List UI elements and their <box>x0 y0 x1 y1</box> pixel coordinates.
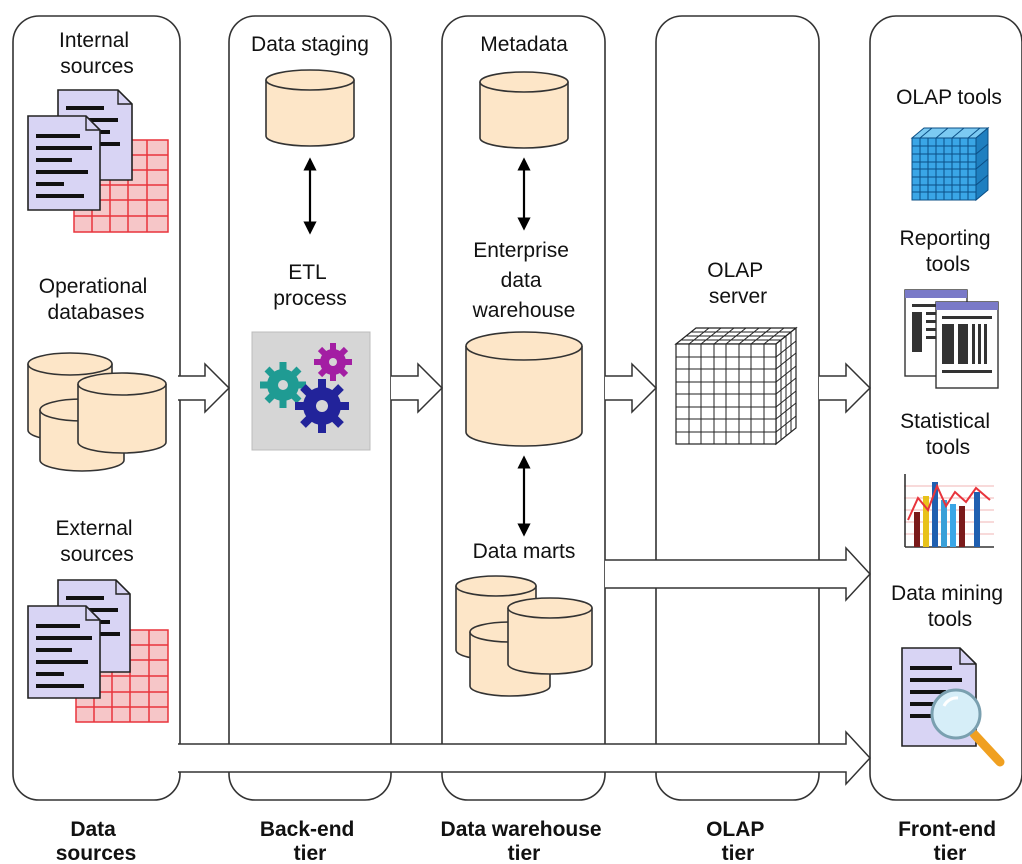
tier-label-back-end: Back-end tier <box>260 818 360 864</box>
internal-sources-icon <box>27 89 169 233</box>
operational-databases-icon <box>27 352 167 472</box>
arrow-sources-to-front-end <box>178 730 872 786</box>
label-olap-tools: OLAP tools <box>896 86 1002 109</box>
tier-label-olap: OLAP tier <box>706 818 770 864</box>
database-cylinder-icon <box>507 597 593 675</box>
metadata-database-icon <box>479 71 569 149</box>
tier-label-front-end: Front-end tier <box>898 818 1002 864</box>
arrow-etl-to-warehouse <box>391 362 444 414</box>
label-olap-server: OLAP server <box>707 259 769 308</box>
external-sources-icon <box>27 579 169 723</box>
tier-label-data-sources: Data sources <box>56 818 137 864</box>
arrow-warehouse-to-olap <box>605 362 658 414</box>
document-icon <box>27 605 101 699</box>
label-data-staging: Data staging <box>251 33 369 56</box>
label-statistical-tools: Statistical tools <box>900 410 996 459</box>
panel-back-end <box>228 15 392 801</box>
column-panels <box>12 15 1022 801</box>
report-page-icon <box>935 301 999 389</box>
panel-olap <box>655 15 820 801</box>
panel-data-sources <box>12 15 181 801</box>
database-cylinder-icon <box>77 372 167 454</box>
enterprise-data-warehouse-icon <box>465 331 583 447</box>
arrow-sources-to-etl <box>178 362 231 414</box>
arrow-olap-to-front-end <box>819 362 872 414</box>
flow-arrows <box>178 362 872 786</box>
magnifier-icon <box>930 688 1005 767</box>
document-icon <box>27 115 101 211</box>
label-operational-databases: Operational databases <box>39 275 153 324</box>
tier-label-data-warehouse: Data warehouse tier <box>441 818 608 864</box>
tier-labels: Data sources Back-end tier Data warehous… <box>56 818 1002 864</box>
label-internal-sources: Internal sources <box>59 29 135 78</box>
arrow-data-marts-to-front-end <box>605 546 872 602</box>
panel-front-end <box>869 15 1022 801</box>
label-data-mining-tools: Data mining tools <box>891 582 1009 631</box>
label-metadata: Metadata <box>480 33 568 56</box>
statistical-tools-chart-icon <box>904 472 994 548</box>
label-etl-process: ETL process <box>273 261 347 310</box>
olap-tools-cube-icon <box>910 126 990 202</box>
panel-data-warehouse <box>441 15 606 801</box>
staging-database-icon <box>265 69 355 147</box>
olap-server-cube-icon <box>674 326 798 446</box>
data-mining-tools-icon <box>901 647 1005 767</box>
data-marts-icon <box>455 575 593 697</box>
label-enterprise-data-warehouse: Enterprise data warehouse <box>472 239 576 322</box>
etl-gears-icon <box>251 331 371 451</box>
label-external-sources: External sources <box>56 517 139 566</box>
label-data-marts: Data marts <box>473 540 576 563</box>
label-reporting-tools: Reporting tools <box>900 227 997 276</box>
reporting-tools-icon <box>904 289 999 389</box>
